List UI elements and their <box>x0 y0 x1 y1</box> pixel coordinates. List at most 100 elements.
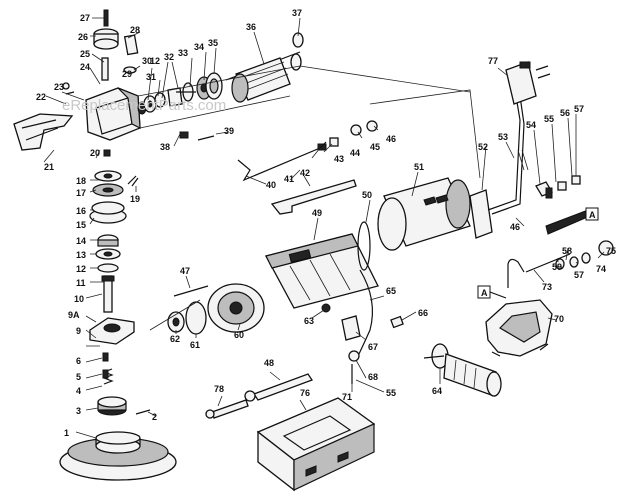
label-49: 49 <box>312 208 322 218</box>
label-63: 63 <box>304 316 314 326</box>
label-67: 67 <box>368 342 378 352</box>
label-50: 50 <box>362 190 372 200</box>
label-27: 27 <box>80 13 90 23</box>
label-14: 14 <box>76 236 86 246</box>
label-55: 55 <box>544 114 554 124</box>
part-labels: 27 26 28 25 24 23 22 21 20 29 30 31 12 3… <box>36 8 616 438</box>
label-33: 33 <box>178 48 188 58</box>
label-17: 17 <box>76 188 86 198</box>
label-31: 31 <box>146 72 156 82</box>
label-23: 23 <box>54 82 64 92</box>
label-68: 68 <box>368 372 378 382</box>
handle-bolt: A <box>507 207 614 288</box>
label-55-bottom: 55 <box>386 388 396 398</box>
label-15: 15 <box>76 220 86 230</box>
label-6: 6 <box>76 356 81 366</box>
label-29: 29 <box>122 69 132 79</box>
label-36: 36 <box>246 22 256 32</box>
box-marker-2: A <box>481 288 488 298</box>
label-51: 51 <box>414 162 424 172</box>
label-20: 20 <box>90 148 100 158</box>
label-39: 39 <box>224 126 234 136</box>
motor-housing <box>265 177 493 309</box>
label-9a: 9A <box>68 310 80 320</box>
label-45: 45 <box>370 142 380 152</box>
label-12: 12 <box>76 264 86 274</box>
label-60: 60 <box>234 330 244 340</box>
label-16: 16 <box>76 206 86 216</box>
wrenches <box>205 373 313 419</box>
spindle-stack <box>59 170 177 481</box>
leader-lines <box>43 17 605 439</box>
label-75: 75 <box>606 246 616 256</box>
label-1: 1 <box>64 428 69 438</box>
label-2: 2 <box>152 412 157 422</box>
label-10: 10 <box>74 294 84 304</box>
box-marker: A <box>589 210 596 220</box>
small-parts-row <box>317 120 378 151</box>
label-22: 22 <box>36 92 46 102</box>
label-78: 78 <box>214 384 224 394</box>
label-56: 56 <box>560 108 570 118</box>
label-11: 11 <box>76 278 86 288</box>
label-46: 46 <box>386 134 396 144</box>
label-4: 4 <box>76 386 81 396</box>
label-9: 9 <box>76 326 81 336</box>
label-77: 77 <box>488 56 498 66</box>
cord-parts <box>341 269 404 384</box>
label-70: 70 <box>554 314 564 324</box>
side-handle <box>423 343 502 397</box>
label-43: 43 <box>334 154 344 164</box>
label-66: 66 <box>418 308 428 318</box>
label-19: 19 <box>130 194 140 204</box>
label-18: 18 <box>76 176 86 186</box>
label-28: 28 <box>130 25 140 35</box>
label-65: 65 <box>386 286 396 296</box>
label-40: 40 <box>266 180 276 190</box>
label-46-right: 46 <box>510 222 520 232</box>
label-61: 61 <box>190 340 200 350</box>
label-64: 64 <box>432 386 442 396</box>
watermark: eReplacementParts.com <box>62 97 226 114</box>
label-34: 34 <box>194 42 204 52</box>
label-62: 62 <box>170 334 180 344</box>
label-42: 42 <box>300 168 310 178</box>
gear-head <box>13 9 223 157</box>
switch-parts <box>545 175 581 199</box>
label-76: 76 <box>300 388 310 398</box>
label-48: 48 <box>264 358 274 368</box>
rear-cap <box>167 283 331 335</box>
wheel-guard: A <box>477 285 553 357</box>
carrying-case <box>256 397 376 492</box>
label-3: 3 <box>76 406 81 416</box>
label-13: 13 <box>76 250 86 260</box>
label-32: 32 <box>164 52 174 62</box>
label-44: 44 <box>350 148 360 158</box>
label-57-right: 57 <box>574 270 584 280</box>
label-21: 21 <box>44 162 54 172</box>
label-58: 58 <box>562 246 572 256</box>
label-53: 53 <box>498 132 508 142</box>
label-74: 74 <box>596 264 606 274</box>
label-38: 38 <box>160 142 170 152</box>
label-59: 59 <box>552 262 562 272</box>
label-5: 5 <box>76 372 81 382</box>
label-35: 35 <box>208 38 218 48</box>
label-73: 73 <box>542 282 552 292</box>
armature <box>225 32 304 103</box>
label-26: 26 <box>78 32 88 42</box>
label-52: 52 <box>478 142 488 152</box>
label-37: 37 <box>292 8 302 18</box>
label-30: 30 <box>142 56 152 66</box>
label-24: 24 <box>80 62 90 72</box>
label-71: 71 <box>342 392 352 402</box>
label-57: 57 <box>574 104 584 114</box>
spring-wire <box>237 141 357 215</box>
label-25: 25 <box>80 49 90 59</box>
label-41: 41 <box>284 174 294 184</box>
power-cable <box>487 61 553 215</box>
label-12-top: 12 <box>150 56 160 66</box>
label-47: 47 <box>180 266 190 276</box>
label-54: 54 <box>526 120 536 130</box>
